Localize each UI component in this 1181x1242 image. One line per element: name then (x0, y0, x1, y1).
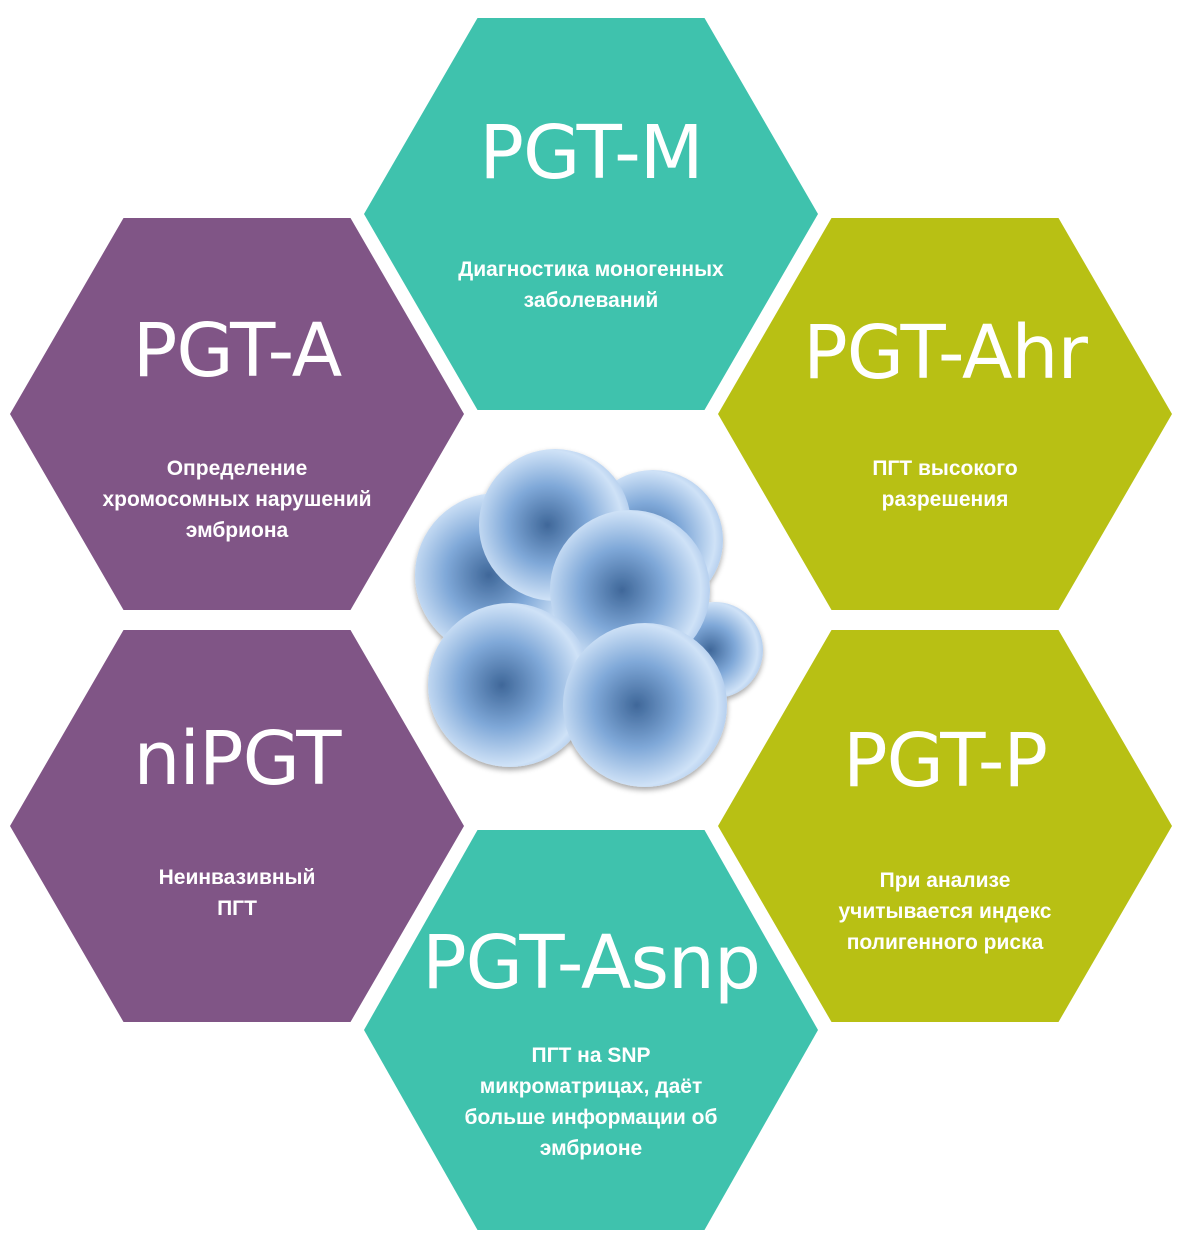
embryo-cell (563, 623, 727, 787)
hexagon-description: ПГТ высокого разрешения (872, 457, 1018, 511)
hexagon-title: PGT-M (479, 110, 703, 196)
hexagon-title: PGT-P (842, 718, 1048, 804)
hexagon-title: PGT-Ahr (803, 310, 1088, 396)
hexagon-description: Определение хромосомных нарушений эмбрио… (102, 457, 372, 542)
hexagon-description: Неинвазивный ПГТ (158, 866, 316, 920)
hexagon-pgt-p: PGT-P При анализе учитывается индекс пол… (718, 630, 1172, 1022)
hexagon-description: Диагностика моногенных заболеваний (458, 258, 724, 312)
hexagon-title: niPGT (133, 716, 342, 802)
embryo-cells-icon (415, 449, 763, 787)
hexagon-pgt-m: PGT-M Диагностика моногенных заболеваний (364, 18, 818, 410)
hexagon-title: PGT-A (132, 308, 342, 394)
hexagon-pgt-asnp: PGT-Asnp ПГТ на SNP микроматрицах, даёт … (364, 830, 818, 1230)
embryo-cell (428, 603, 592, 767)
hexagon-title: PGT-Asnp (422, 920, 761, 1006)
hexagon-description: ПГТ на SNP микроматрицах, даёт больше ин… (464, 1044, 718, 1160)
hexagon-description: При анализе учитывается индекс полигенно… (838, 869, 1052, 954)
